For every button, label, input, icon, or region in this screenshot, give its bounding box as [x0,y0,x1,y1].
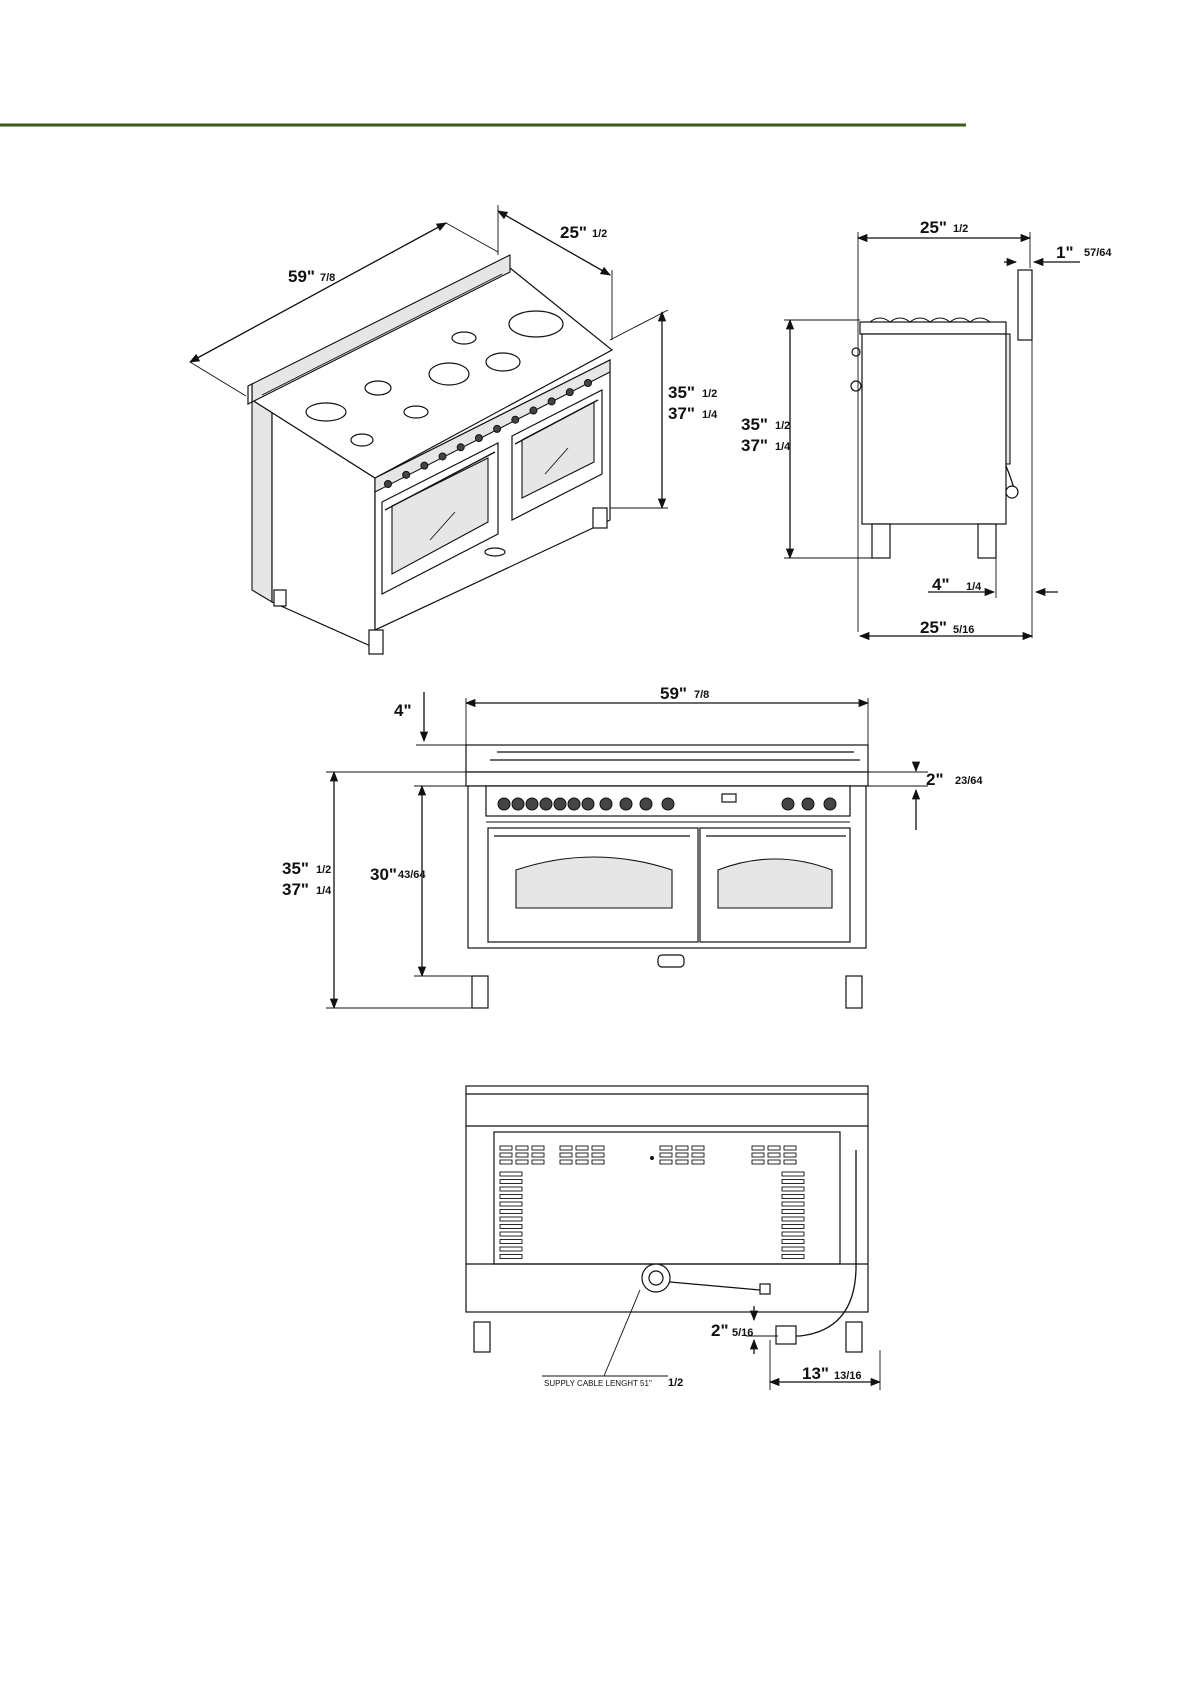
rear-plug-height-value: 2" [711,1321,729,1340]
knob-icon [782,798,794,810]
side-depth-frac: 1/2 [953,223,968,235]
knob-icon [600,798,612,810]
iso-depth-frac: 1/2 [592,228,607,240]
knob-icon [585,380,592,387]
knob-icon [582,798,594,810]
front-height-low-frac: 1/2 [316,864,331,876]
side-depth-value: 25" [920,218,947,237]
knob-icon [421,462,428,469]
front-top-thickness-frac: 23/64 [955,775,983,787]
side-foot-offset-frac: 1/4 [966,581,982,593]
knob-icon [457,444,464,451]
front-height-high-value: 37" [282,880,309,899]
knob-icon [640,798,652,810]
knob-icon [512,798,524,810]
knob-icon [802,798,814,810]
side-height-low-value: 35" [741,415,768,434]
knob-icon [494,425,501,432]
iso-height-high-value: 37" [668,404,695,423]
knob-icon [548,398,555,405]
side-overall-depth-value: 25" [920,618,947,637]
rear-plug-height-frac: 5/16 [732,1327,753,1339]
front-body-height-value: 30" [370,865,397,884]
knob-icon [824,798,836,810]
side-height-high-frac: 1/4 [775,441,791,453]
knob-icon [540,798,552,810]
knob-icon [403,471,410,478]
rear-plug-offset-frac: 13/16 [834,1370,862,1382]
rear-cable-label-frac: 1/2 [668,1377,683,1389]
knob-icon [568,798,580,810]
iso-height-low-frac: 1/2 [702,388,717,400]
rear-view: SUPPLY CABLE LENGHT 51" 1/2 2" 5/16 13" … [466,1086,880,1390]
side-overall-depth-frac: 5/16 [953,624,974,636]
side-backguard-frac: 57/64 [1084,247,1112,259]
side-backguard-value: 1" [1056,243,1074,262]
iso-view: 59" 7/8 25" 1/2 35" 1/2 37" 1/4 [190,205,718,654]
knob-icon [498,798,510,810]
knob-icon [554,798,566,810]
knob-icon [530,407,537,414]
side-view: 25" 1/2 1" 57/64 35" 1/2 37" 1/4 4" 1/4 … [741,218,1112,638]
front-height-low-value: 35" [282,859,309,878]
iso-height-high-frac: 1/4 [702,409,718,421]
knob-icon [475,435,482,442]
knob-icon [526,798,538,810]
iso-depth-value: 25" [560,223,587,242]
rear-plug-offset-value: 13" [802,1364,829,1383]
knob-icon [385,481,392,488]
knob-icon [566,389,573,396]
iso-width-frac: 7/8 [320,272,335,284]
iso-height-low-value: 35" [668,383,695,402]
front-width-value: 59" [660,684,687,703]
front-view: 59" 7/8 4" 2" 23/64 35" 1/2 37" 1/4 30" … [282,684,983,1008]
front-backguard-height-value: 4" [394,701,412,720]
front-width-frac: 7/8 [694,689,709,701]
side-foot-offset-value: 4" [932,575,950,594]
rear-cable-label: SUPPLY CABLE LENGHT 51" [544,1379,652,1388]
knob-icon [512,416,519,423]
knob-icon [439,453,446,460]
iso-width-value: 59" [288,267,315,286]
side-height-low-frac: 1/2 [775,420,790,432]
knob-icon [662,798,674,810]
front-height-high-frac: 1/4 [316,885,332,897]
front-top-thickness-value: 2" [926,770,944,789]
front-body-height-frac: 43/64 [398,869,426,881]
knob-icon [620,798,632,810]
side-height-high-value: 37" [741,436,768,455]
